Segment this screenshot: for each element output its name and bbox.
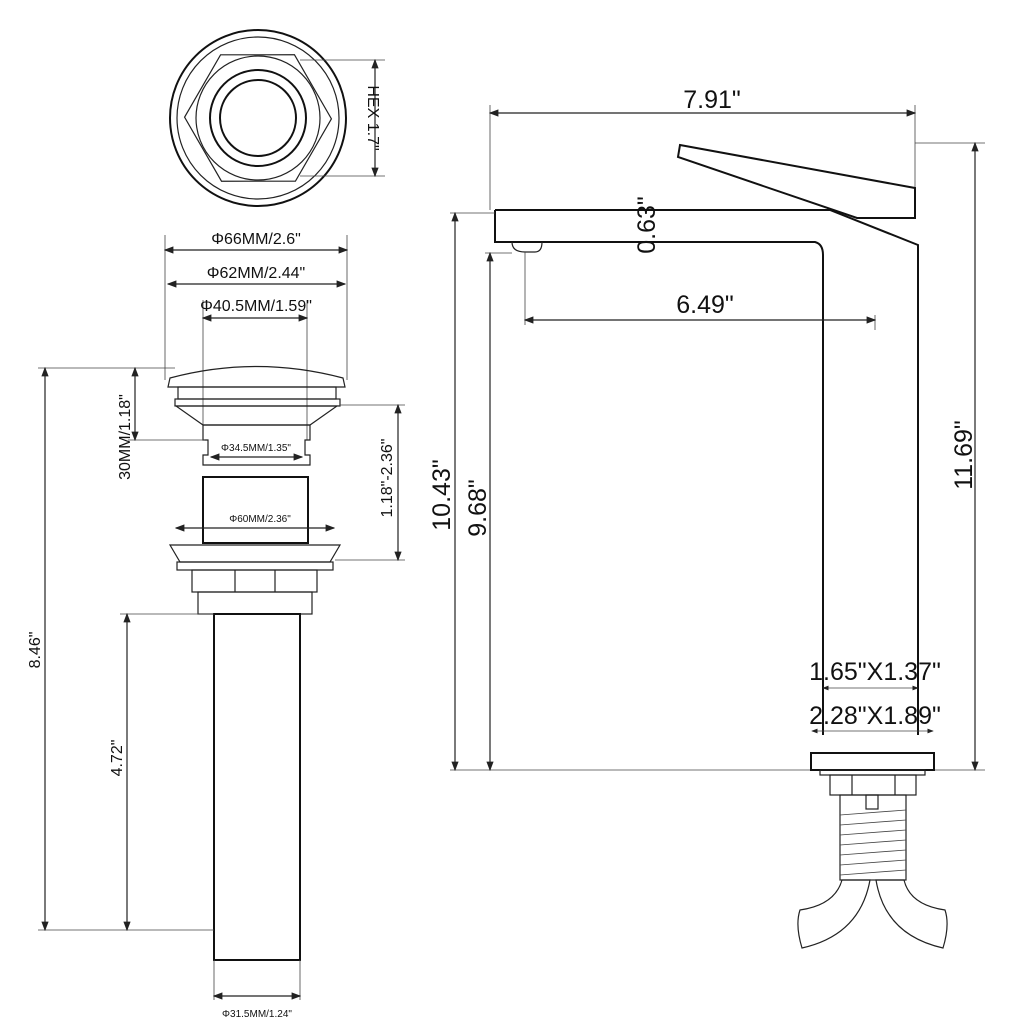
range-height-label: 1.18"-2.36" [379,439,396,518]
dia-60-label: Φ60MM/2.36" [229,514,291,525]
drain-side-view: Φ66MM/2.6" Φ62MM/2.44" Φ40.5MM/1.59" Φ34… [27,231,405,1020]
hose-right [875,879,948,949]
height-30mm-label: 30MM/1.18" [117,394,134,480]
body-section-label: 1.65"X1.37" [809,658,941,686]
outlet-height-label: 9.68" [464,479,492,537]
hex-dimension-label: HEX 1.7" [364,85,381,150]
faucet-width-label: 7.91" [683,86,741,114]
dia-66-label: Φ66MM/2.6" [211,231,301,248]
dia-34-5-label: Φ34.5MM/1.35" [221,443,291,454]
spout-height-label: 10.43" [428,459,456,530]
dia-31-5-label: Φ31.5MM/1.24" [222,1009,292,1020]
faucet-side-view: 7.91" 0.63" 6.49" 11.69" 10.43" 9.68" 1.… [428,86,985,949]
total-height-label: 11.69" [950,420,978,490]
spout-thickness-label: 0.63" [633,196,661,254]
drain-top-view: HEX 1.7" [169,29,385,207]
drain-total-height-label: 8.46" [27,632,44,669]
pipe-length-label: 4.72" [109,740,126,777]
hose-left [797,879,871,949]
base-section-label: 2.28"X1.89" [809,702,941,730]
dia-62-label: Φ62MM/2.44" [207,265,305,282]
dia-40-5-label: Φ40.5MM/1.59" [200,298,312,315]
spout-reach-label: 6.49" [676,291,734,319]
